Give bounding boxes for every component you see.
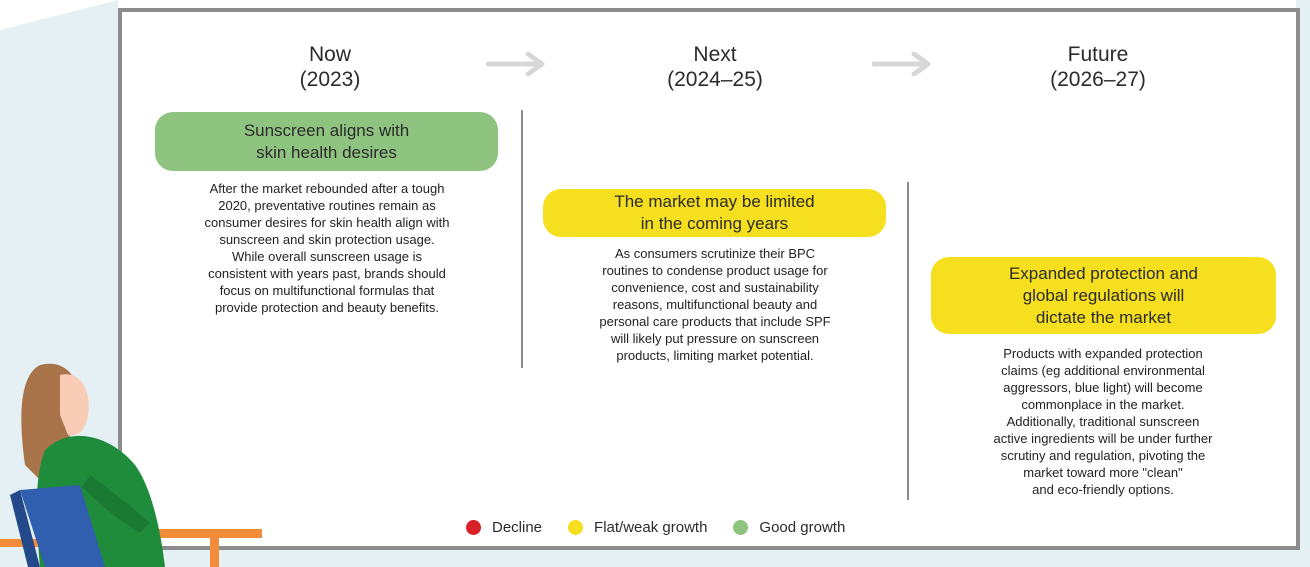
person-illustration bbox=[0, 363, 262, 567]
legend-item-good: Good growth bbox=[733, 519, 845, 536]
legend-item-decline: Decline bbox=[466, 519, 542, 536]
arrow-right-icon bbox=[486, 52, 545, 76]
legend-label: Good growth bbox=[759, 519, 846, 536]
column-divider bbox=[907, 182, 909, 500]
legend-red-dot-icon bbox=[466, 520, 481, 535]
arrow-right-icon bbox=[872, 52, 931, 76]
legend-green-dot-icon bbox=[733, 520, 749, 535]
column-divider bbox=[521, 110, 523, 368]
phase-future-label: Future (2026–27) bbox=[1050, 43, 1146, 91]
card-future-text: Products with expanded protection claims… bbox=[993, 346, 1213, 497]
legend-label: Flat/weak growth bbox=[594, 519, 708, 536]
legend-label: Decline bbox=[492, 519, 543, 536]
card-now-text: After the market rebounded after a tough… bbox=[204, 181, 450, 315]
legend: Decline Flat/weak growth Good growth bbox=[466, 519, 871, 536]
card-next-text: As consumers scrutinize their BPC routin… bbox=[599, 246, 831, 363]
phase-now-label: Now (2023) bbox=[299, 43, 361, 91]
card-future-title: Expanded protection and global regulatio… bbox=[931, 257, 1276, 334]
legend-yellow-dot-icon bbox=[568, 520, 584, 535]
card-now-title: Sunscreen aligns with skin health desire… bbox=[155, 112, 498, 171]
phase-next-label: Next (2024–25) bbox=[667, 43, 763, 91]
card-next-title: The market may be limited in the coming … bbox=[543, 189, 886, 237]
legend-item-flat: Flat/weak growth bbox=[568, 519, 707, 536]
